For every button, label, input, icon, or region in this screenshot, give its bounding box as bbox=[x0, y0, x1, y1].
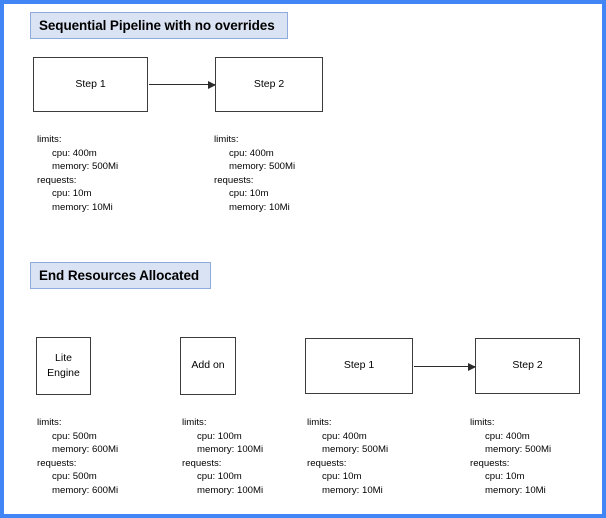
node-end-step-2[interactable]: Step 2 bbox=[475, 338, 580, 394]
limits-cpu: cpu: 400m bbox=[485, 430, 530, 442]
node-label: Step 2 bbox=[512, 359, 543, 372]
node-add-on[interactable]: Add on bbox=[180, 337, 236, 395]
requests-cpu: cpu: 500m bbox=[52, 471, 97, 483]
section-header-sequential-pipeline: Sequential Pipeline with no overrides bbox=[30, 12, 288, 39]
section-header-label: End Resources Allocated bbox=[39, 268, 199, 283]
requests-label: requests: bbox=[307, 457, 347, 469]
limits-memory: memory: 500Mi bbox=[229, 161, 296, 173]
limits-label: limits: bbox=[214, 134, 239, 145]
limits-cpu: cpu: 400m bbox=[322, 430, 367, 442]
limits-memory: memory: 100Mi bbox=[197, 444, 264, 456]
node-label-line-1: Lite bbox=[55, 351, 72, 364]
requests-memory: memory: 10Mi bbox=[322, 484, 383, 496]
section-header-label: Sequential Pipeline with no overrides bbox=[39, 18, 275, 33]
requests-label: requests: bbox=[37, 457, 77, 469]
requests-label: requests: bbox=[214, 174, 254, 186]
limits-label: limits: bbox=[37, 417, 62, 428]
requests-label: requests: bbox=[470, 457, 510, 469]
requests-cpu: cpu: 10m bbox=[485, 471, 525, 483]
limits-cpu: cpu: 400m bbox=[52, 147, 97, 159]
requests-cpu: cpu: 10m bbox=[52, 188, 92, 200]
limits-label: limits: bbox=[37, 134, 62, 145]
node-lite-engine[interactable]: Lite Engine bbox=[36, 337, 91, 395]
requests-memory: memory: 10Mi bbox=[52, 201, 113, 213]
node-seq-step-1[interactable]: Step 1 bbox=[33, 57, 148, 112]
node-label: Add on bbox=[191, 359, 225, 372]
resources-end-step-1: limits: cpu: 400m memory: 500Mi requests… bbox=[307, 416, 388, 498]
node-label: Step 2 bbox=[253, 77, 285, 90]
limits-cpu: cpu: 400m bbox=[229, 147, 274, 159]
arrow-end-step-1-to-end-step-2 bbox=[414, 362, 476, 371]
requests-memory: memory: 10Mi bbox=[485, 484, 546, 496]
limits-label: limits: bbox=[182, 417, 207, 428]
resources-lite-engine: limits: cpu: 500m memory: 600Mi requests… bbox=[37, 416, 118, 498]
node-end-step-1[interactable]: Step 1 bbox=[305, 338, 413, 394]
limits-label: limits: bbox=[470, 417, 495, 428]
requests-cpu: cpu: 10m bbox=[229, 188, 269, 200]
requests-memory: memory: 10Mi bbox=[229, 201, 290, 213]
node-label: Step 1 bbox=[75, 77, 106, 90]
limits-cpu: cpu: 100m bbox=[197, 430, 242, 442]
requests-cpu: cpu: 100m bbox=[197, 471, 242, 483]
resources-seq-step-1: limits: cpu: 400m memory: 500Mi requests… bbox=[37, 133, 118, 215]
node-label-line-2: Engine bbox=[47, 367, 80, 379]
limits-label: limits: bbox=[307, 417, 332, 428]
node-seq-step-2[interactable]: Step 2 bbox=[215, 57, 323, 112]
requests-label: requests: bbox=[182, 457, 222, 469]
limits-cpu: cpu: 500m bbox=[52, 430, 97, 442]
resources-seq-step-2: limits: cpu: 400m memory: 500Mi requests… bbox=[214, 133, 295, 215]
limits-memory: memory: 500Mi bbox=[322, 444, 389, 456]
limits-memory: memory: 600Mi bbox=[52, 444, 119, 456]
requests-label: requests: bbox=[37, 174, 77, 186]
limits-memory: memory: 500Mi bbox=[52, 161, 119, 173]
node-label: Step 1 bbox=[343, 359, 375, 372]
requests-cpu: cpu: 10m bbox=[322, 471, 362, 483]
resources-end-step-2: limits: cpu: 400m memory: 500Mi requests… bbox=[470, 416, 551, 498]
resources-add-on: limits: cpu: 100m memory: 100Mi requests… bbox=[182, 416, 263, 498]
requests-memory: memory: 600Mi bbox=[52, 484, 119, 496]
section-header-end-resources-allocated: End Resources Allocated bbox=[30, 262, 211, 289]
requests-memory: memory: 100Mi bbox=[197, 484, 264, 496]
limits-memory: memory: 500Mi bbox=[485, 444, 552, 456]
arrow-seq-step-1-to-seq-step-2 bbox=[149, 80, 216, 89]
